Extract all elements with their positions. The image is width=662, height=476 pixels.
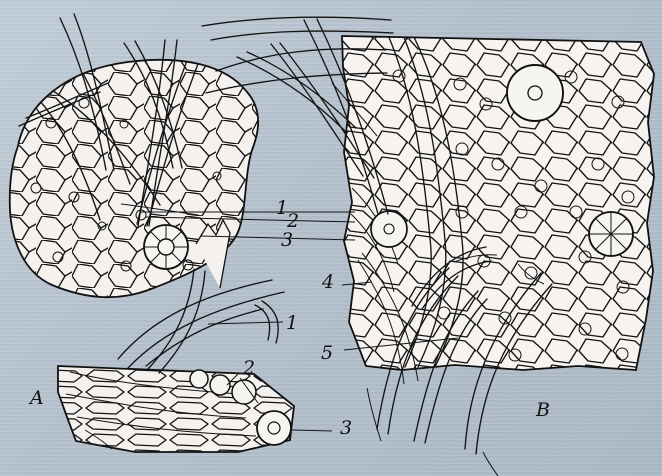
label-a-1-bottom: 1 <box>286 312 298 334</box>
label-b-4: 4 <box>321 271 334 293</box>
panel-a-epidermis-strip <box>52 360 302 455</box>
panel-a-tissue <box>0 46 270 310</box>
label-a-2-bottom: 2 <box>242 357 255 379</box>
panel-b-tissue <box>338 30 660 376</box>
panel-label-b: B <box>535 399 550 421</box>
label-b-5: 5 <box>321 342 333 364</box>
label-a-3-top: 3 <box>281 229 293 251</box>
panel-label-a: A <box>28 387 44 409</box>
label-a-3-bottom: 3 <box>340 417 352 439</box>
panel-a-peltate-gland <box>144 225 188 269</box>
